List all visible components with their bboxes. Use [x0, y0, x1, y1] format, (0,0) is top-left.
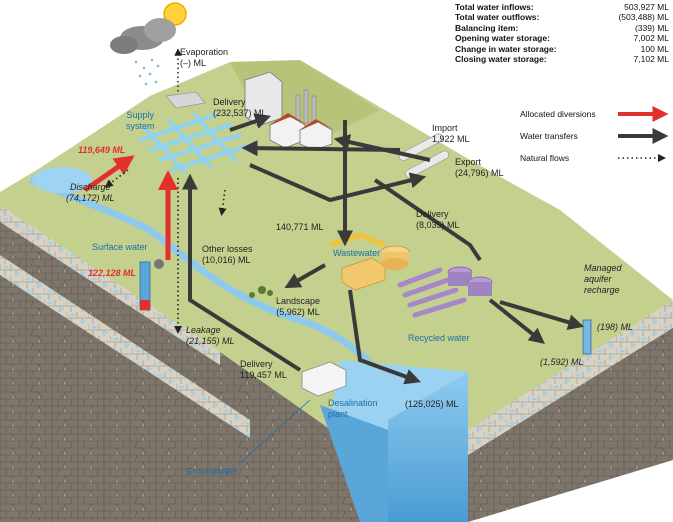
summary-row: Opening water storage: 7,002 ML [455, 33, 669, 43]
city-buildings [244, 71, 334, 151]
legend-label: Allocated diversions [520, 109, 596, 119]
recycled-outflow-value: (1,592) ML [540, 357, 584, 367]
ocean-face-left [320, 405, 388, 522]
landscape-label: Landscape(5,962) ML [276, 296, 321, 317]
rain-icon [134, 58, 160, 86]
land-surface [0, 60, 673, 470]
summary-row: Closing water storage: 7,102 ML [455, 54, 669, 64]
groundwater-label: Groundwater [186, 466, 239, 476]
landscape-trees [249, 286, 273, 298]
surface-diversion-arrow [83, 155, 135, 193]
legend-label: Natural flows [520, 153, 570, 163]
cloud-icon [110, 18, 176, 54]
export-label: Export(24,796) ML [455, 157, 504, 178]
legend-item: Water transfers [520, 125, 670, 147]
delivery-recycled-label: Delivery(8,035) ML [416, 209, 460, 230]
summary-value: (339) ML [634, 22, 669, 33]
supply-system-network [138, 113, 252, 174]
aquifer-recharge-bore [582, 319, 592, 355]
groundwater-callout-line [237, 399, 311, 466]
delivery-urban-label: Delivery(232,537) ML [213, 97, 267, 118]
aquifer-recharge-value: (198) ML [597, 322, 634, 332]
summary-value: 503,927 ML [624, 2, 669, 12]
summary-row: Total water inflows: 503,927 ML [455, 2, 669, 12]
aquifer-band-left-lower [0, 255, 250, 438]
supply-system-label: Supply system [126, 110, 155, 131]
summary-label: Total water inflows: [455, 2, 534, 12]
summary-row: Change in water storage: 100 ML [455, 44, 669, 54]
aquifer-band-right [468, 300, 673, 455]
summary-value: 100 ML [640, 43, 669, 54]
discharge-label: Discharge(74,172) ML [66, 182, 115, 203]
summary-value: 7,002 ML [633, 33, 669, 44]
summary-label: Balancing item: [455, 22, 519, 33]
wastewater-label: Wastewater [333, 248, 381, 258]
lake [32, 167, 92, 193]
summary-value: (503,488) ML [618, 12, 669, 23]
legend-label: Water transfers [520, 131, 578, 141]
ocean-body [388, 372, 468, 522]
surface-water-label: Surface water [92, 242, 148, 252]
recycled-water-plant [397, 266, 493, 318]
wastewater-plant [329, 232, 410, 291]
summary-row: Total water outflows: (503,488) ML [455, 12, 669, 22]
groundwater-bore [139, 259, 164, 311]
summary-label: Closing water storage: [455, 54, 547, 65]
summary-label: Total water outflows: [455, 12, 540, 23]
summary-value: 7,102 ML [633, 54, 669, 65]
reservoir [165, 91, 206, 109]
legend-item: Natural flows [520, 147, 670, 169]
summary-row: Balancing item: (339) ML [455, 23, 669, 33]
recycled-water-label: Recycled water [408, 333, 470, 343]
evaporation-label: Evaporation(–) ML [180, 47, 229, 68]
surface-diversion-value: 119,649 ML [78, 145, 126, 155]
river [28, 176, 373, 365]
sun-icon [163, 2, 187, 26]
legend-item: Allocated diversions [520, 103, 670, 125]
other-losses-label: Other losses(10,016) ML [202, 244, 253, 265]
transfer-wastewater-value: 140,771 ML [276, 222, 324, 232]
ocean-outflow-value: (125,025) ML [405, 399, 459, 409]
desalination-plant-label: Desalination plant [328, 398, 378, 419]
summary-label: Change in water storage: [455, 43, 557, 54]
summary-label: Opening water storage: [455, 33, 550, 44]
natural-flow-arrows [104, 169, 227, 334]
desalination-plant [301, 361, 347, 397]
groundwater-diversion-value: 122,128 ML [88, 268, 137, 278]
transfer-arrows [182, 113, 585, 385]
managed-aquifer-recharge-label: Managed aquifer recharge [584, 263, 622, 295]
leakage-label: Leakage(21,155) ML [186, 325, 235, 346]
